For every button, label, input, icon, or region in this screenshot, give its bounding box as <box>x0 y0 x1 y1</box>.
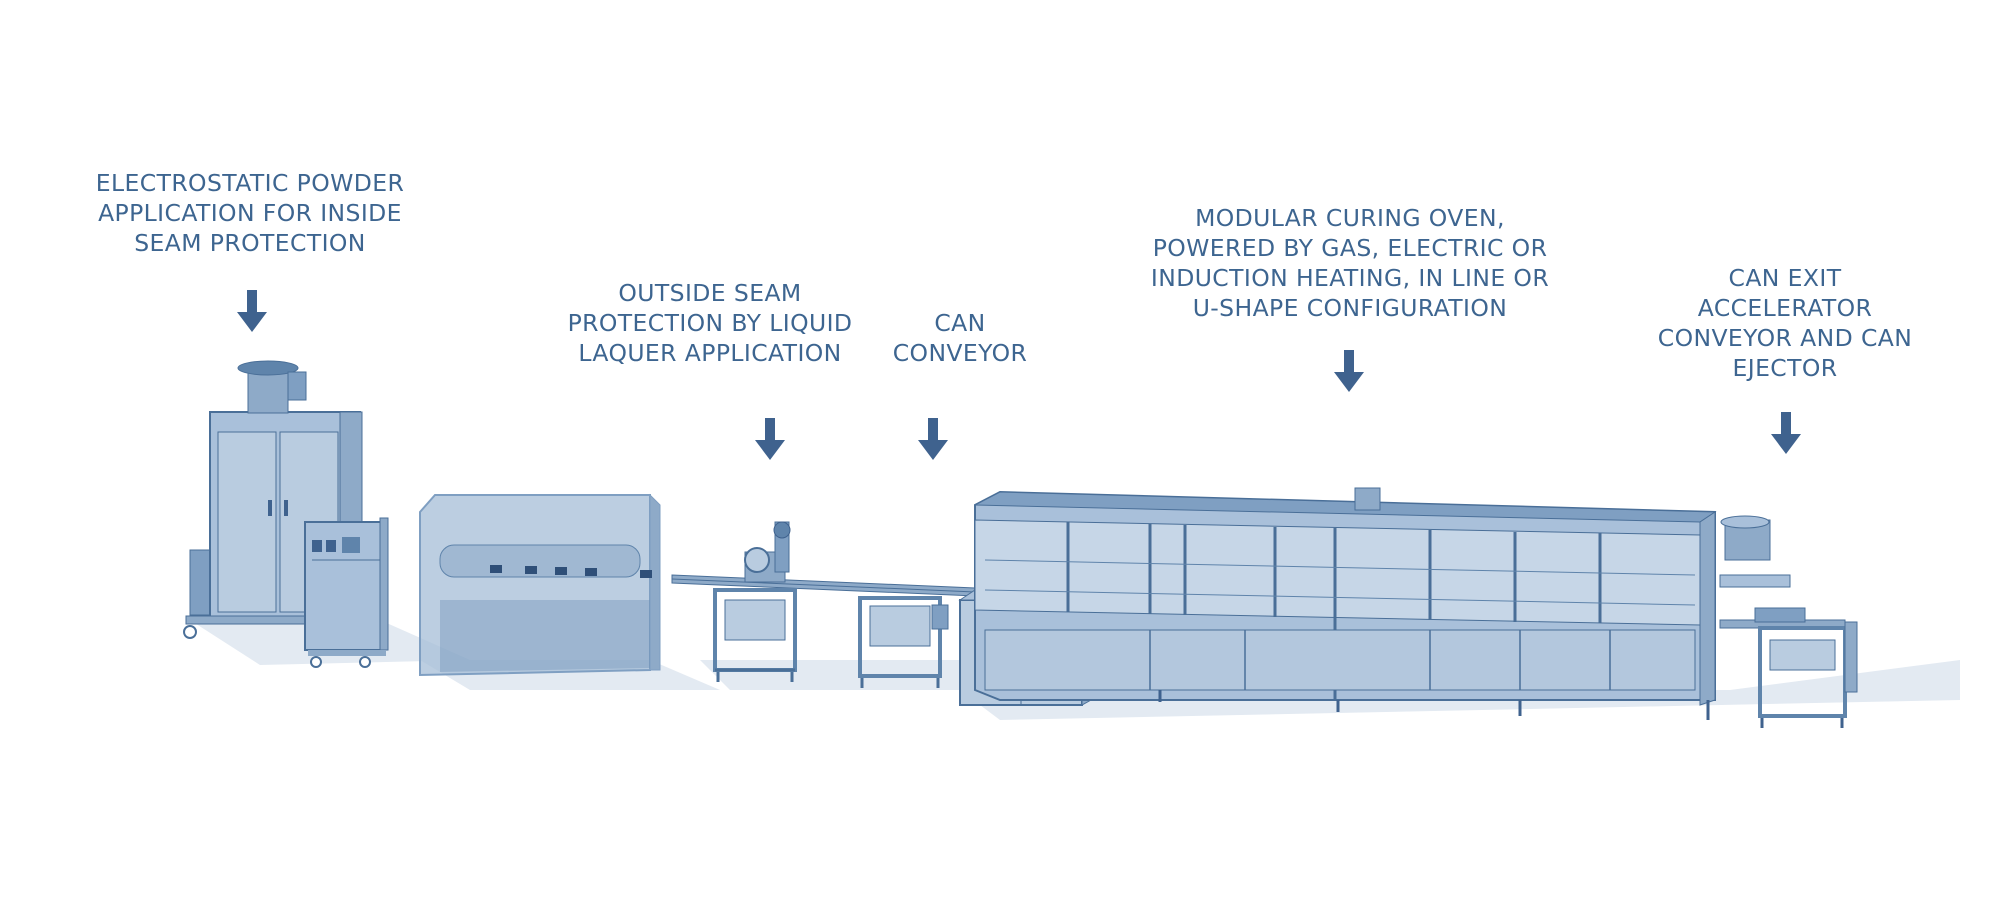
curing-oven <box>974 487 1717 720</box>
label-line: LAQUER APPLICATION <box>578 339 842 367</box>
powder-booth <box>419 493 661 677</box>
arrow-outside-seam <box>755 418 785 460</box>
label-line: CAN EXIT <box>1728 264 1842 292</box>
control-box-small <box>304 517 389 668</box>
label-line: CAN <box>934 309 986 337</box>
arrow-powder-application <box>237 290 267 332</box>
label-line: PROTECTION BY LIQUID <box>567 309 853 337</box>
label-curing-oven: MODULAR CURING OVEN, POWERED BY GAS, ELE… <box>1110 203 1590 323</box>
label-line: MODULAR CURING OVEN, <box>1195 204 1505 232</box>
label-can-conveyor: CAN CONVEYOR <box>870 308 1050 368</box>
label-line: U-SHAPE CONFIGURATION <box>1192 294 1508 322</box>
label-line: EJECTOR <box>1732 354 1838 382</box>
label-line: CONVEYOR AND CAN <box>1657 324 1913 352</box>
arrow-curing-oven <box>1334 350 1364 392</box>
label-powder-application: ELECTROSTATIC POWDER APPLICATION FOR INS… <box>40 168 460 258</box>
can-conveyor-station <box>858 596 949 688</box>
label-line: INDUCTION HEATING, IN LINE OR <box>1150 264 1550 292</box>
label-line: ACCELERATOR <box>1697 294 1873 322</box>
label-line: CONVEYOR <box>892 339 1028 367</box>
label-outside-seam-protection: OUTSIDE SEAM PROTECTION BY LIQUID LAQUER… <box>530 278 890 368</box>
label-line: POWERED BY GAS, ELECTRIC OR <box>1152 234 1548 262</box>
arrow-can-exit <box>1771 412 1801 454</box>
label-line: OUTSIDE SEAM <box>618 279 802 307</box>
conveyor-rail <box>671 574 976 597</box>
label-can-exit: CAN EXIT ACCELERATOR CONVEYOR AND CAN EJ… <box>1620 263 1950 383</box>
label-line: APPLICATION FOR INSIDE <box>98 199 402 227</box>
liquid-lacquer-station <box>713 521 797 682</box>
label-line: SEAM PROTECTION <box>134 229 366 257</box>
exit-ejector-station <box>1719 515 1858 728</box>
arrow-can-conveyor <box>918 418 948 460</box>
label-line: ELECTROSTATIC POWDER <box>95 169 405 197</box>
